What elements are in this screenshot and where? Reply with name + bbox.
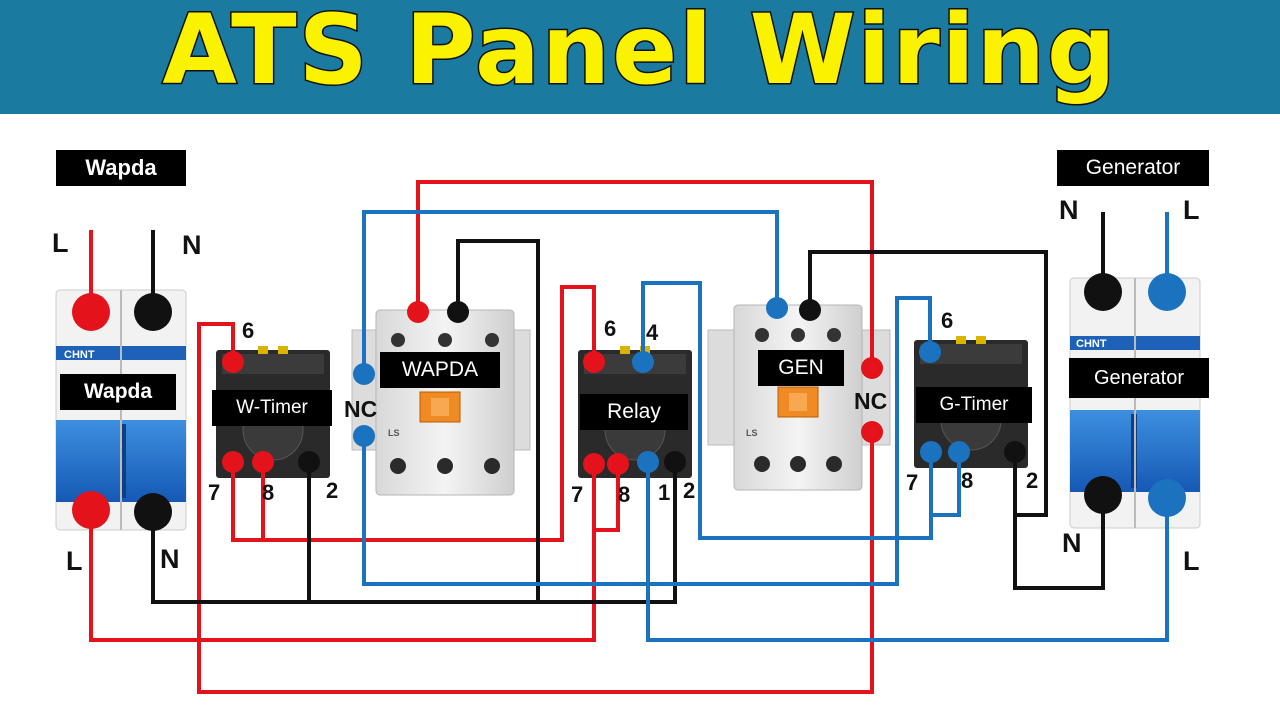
gen-breaker-l-top-terminal — [1148, 273, 1186, 311]
wapda-bottom-n-label: N — [160, 544, 180, 574]
relay-7-label: 7 — [571, 482, 584, 507]
title-banner: ATS Panel Wiring — [0, 0, 1280, 114]
gen-bottom-n-label: N — [1062, 528, 1082, 558]
relay-4-label: 4 — [646, 320, 659, 345]
gen-top-n-label: N — [1059, 195, 1079, 225]
wapda-source-header: Wapda — [56, 150, 186, 186]
black-wire-wapda-n-out — [151, 462, 677, 604]
gen-top-l-label: L — [1183, 195, 1200, 225]
generator-breaker-label: Generator — [1069, 358, 1209, 398]
g-timer-6-label: 6 — [941, 308, 954, 333]
blue-wire-gtimer-78 — [931, 452, 961, 517]
relay-2-label: 2 — [683, 478, 696, 503]
relay-label: Relay — [580, 394, 688, 430]
black-wire-gen-n-out — [1013, 495, 1105, 590]
wapda-breaker: CHNT — [55, 289, 187, 531]
gen-contactor-nc-top — [861, 357, 883, 379]
gen-breaker-n-top-terminal — [1084, 273, 1122, 311]
red-wire-wtimer-78 — [231, 462, 265, 542]
svg-text:LS: LS — [746, 428, 758, 438]
relay-8-label: 8 — [618, 482, 631, 507]
wapda-nc-label: NC — [344, 396, 378, 422]
wapda-top-n-label: N — [182, 230, 202, 260]
gen-nc-label: NC — [854, 388, 888, 414]
wapda-breaker-label: Wapda — [60, 374, 176, 410]
g-timer-terminal-2 — [1004, 441, 1026, 463]
w-timer-7-label: 7 — [208, 480, 221, 505]
relay-terminal-8 — [607, 453, 629, 475]
w-timer-terminal-7 — [222, 451, 244, 473]
wapda-bottom-l-label: L — [66, 546, 83, 576]
wapda-contactor-nc-bottom — [353, 425, 375, 447]
wapda-contactor-top-l — [407, 301, 429, 323]
g-timer-8-label: 8 — [961, 468, 974, 493]
wapda-contactor-body: LS — [351, 309, 531, 496]
generator-source-header: Generator — [1057, 150, 1209, 186]
gen-contactor-top-n — [799, 299, 821, 321]
blue-wire-gen-l-to-relay1 — [646, 462, 1169, 642]
blue-wire-wapda-nc-to-gtimer — [362, 296, 932, 586]
w-timer-label: W-Timer — [212, 390, 332, 426]
w-timer-terminal-8 — [252, 451, 274, 473]
w-timer-6-label: 6 — [242, 318, 255, 343]
red-wire-loop-to-wtimer6 — [197, 322, 874, 694]
wapda-breaker-n-bottom-terminal — [134, 493, 172, 531]
relay-terminal-1 — [637, 451, 659, 473]
black-wire-gen-top — [808, 250, 1048, 517]
g-timer-label: G-Timer — [916, 387, 1032, 423]
svg-text:LS: LS — [388, 428, 400, 438]
wapda-top-l-label: L — [52, 228, 69, 258]
relay-6-label: 6 — [604, 316, 617, 341]
red-wire-relay-loop — [592, 465, 620, 532]
wapda-breaker-n-top-terminal — [134, 293, 172, 331]
red-wire-wtimer-to-relay6 — [263, 285, 596, 542]
wapda-breaker-l-bottom-terminal — [72, 491, 110, 529]
black-wire-wapda-top — [456, 239, 540, 604]
generator-breaker: CHNT — [1069, 277, 1201, 529]
wapda-contactor-label: WAPDA — [380, 352, 500, 388]
relay-terminal-4 — [632, 351, 654, 373]
w-timer-8-label: 8 — [262, 480, 275, 505]
relay-terminal-6 — [583, 351, 605, 373]
g-timer-7-label: 7 — [906, 470, 919, 495]
gen-contactor-nc-bottom — [861, 421, 883, 443]
blue-wire-wapda-nc-to-gen-top — [362, 210, 779, 374]
wapda-contactor-nc-top — [353, 363, 375, 385]
gen-contactor-top-l — [766, 297, 788, 319]
g-timer-terminal-8 — [948, 441, 970, 463]
g-timer-terminal-6 — [919, 341, 941, 363]
wapda-contactor-top-n — [447, 301, 469, 323]
gen-contactor-label: GEN — [758, 350, 844, 386]
w-timer-terminal-2 — [298, 451, 320, 473]
gen-bottom-l-label: L — [1183, 546, 1200, 576]
red-wire-wapda-out-to-relay — [89, 465, 596, 642]
w-timer-terminal-6 — [222, 351, 244, 373]
relay-1-label: 1 — [658, 480, 671, 505]
generator-breaker-brand: CHNT — [1076, 338, 1107, 350]
relay-terminal-2 — [664, 451, 686, 473]
gen-breaker-l-bottom-terminal — [1148, 479, 1186, 517]
relay-terminal-7 — [583, 453, 605, 475]
g-timer-2-label: 2 — [1026, 468, 1039, 493]
w-timer-2-label: 2 — [326, 478, 339, 503]
gen-breaker-n-bottom-terminal — [1084, 476, 1122, 514]
wapda-breaker-l-top-terminal — [72, 293, 110, 331]
red-wire-wapda-top-to-gen-nc — [416, 180, 874, 368]
g-timer-terminal-7 — [920, 441, 942, 463]
page-title: ATS Panel Wiring — [161, 0, 1118, 108]
blue-wire-relay4-to-gtimer — [641, 281, 933, 540]
wapda-breaker-brand: CHNT — [64, 349, 95, 361]
